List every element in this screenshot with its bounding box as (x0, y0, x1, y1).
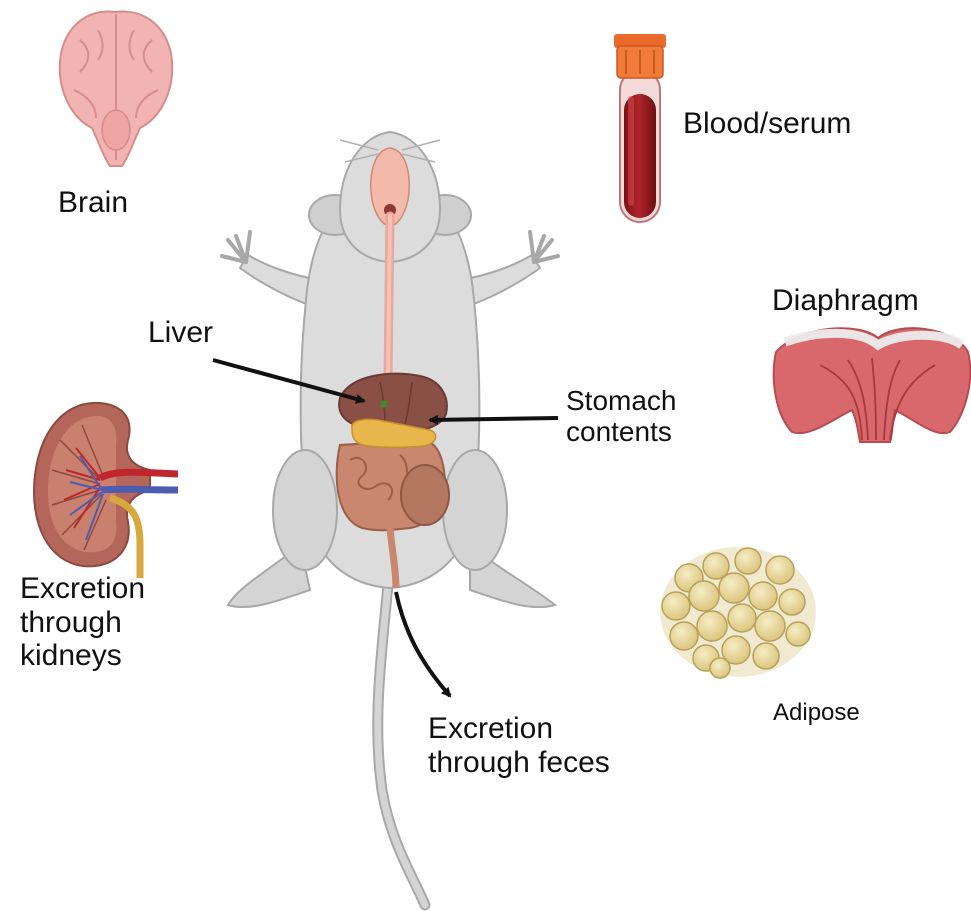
kidney-icon (34, 403, 178, 578)
stomach-label-line-2: contents (566, 416, 677, 447)
feces-label-line-2: through feces (428, 746, 610, 780)
brain-icon (60, 12, 172, 166)
blood-tube-icon (614, 34, 666, 222)
diaphragm-icon (774, 328, 971, 442)
kidney-label-line-2: through (20, 606, 145, 640)
liver-label: Liver (148, 316, 213, 350)
kidney-label-line-1: Excretion (20, 572, 145, 606)
adipose-label: Adipose (773, 700, 860, 727)
blood-serum-label: Blood/serum (683, 107, 851, 141)
feces-label-line-1: Excretion (428, 712, 610, 746)
stomach-contents-label: Stomach contents (566, 385, 677, 448)
feces-arrow (396, 592, 450, 696)
mouse-icon (222, 132, 558, 905)
kidney-excretion-label: Excretion through kidneys (20, 572, 145, 673)
feces-excretion-label: Excretion through feces (428, 712, 610, 779)
kidney-label-line-3: kidneys (20, 639, 145, 673)
stomach-arrow (430, 418, 558, 420)
adipose-icon (660, 547, 816, 678)
brain-label: Brain (58, 186, 128, 220)
stomach-label-line-1: Stomach (566, 385, 677, 416)
diaphragm-label: Diaphragm (772, 284, 919, 318)
